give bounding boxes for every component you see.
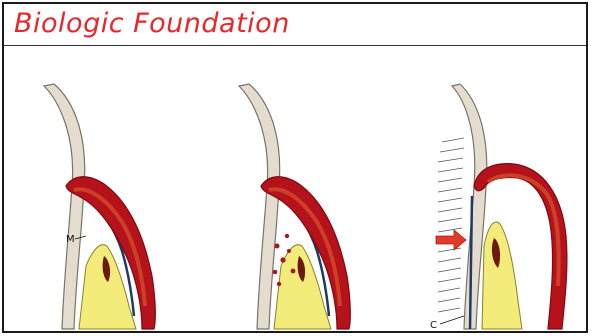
cementum-label: C: [430, 320, 437, 331]
membrane-label: M: [66, 234, 75, 245]
diagram-panel-2: [199, 46, 394, 331]
alveolar-bone: [482, 222, 522, 329]
slide-title: Biologic Foundation: [14, 8, 290, 39]
panel-1-illustration: M: [4, 46, 199, 331]
tooth-root: [239, 84, 280, 329]
panel-2-illustration: [199, 46, 394, 331]
diagram-panel-1: M: [4, 46, 199, 331]
arrow-icon: [436, 230, 466, 250]
title-bar: Biologic Foundation: [4, 4, 586, 46]
panel-3-illustration: C: [394, 46, 589, 331]
tooth-root: [44, 84, 85, 329]
slide-frame: Biologic Foundation M: [2, 2, 588, 333]
hatching: [438, 138, 464, 312]
diagram-panel-3: C: [394, 46, 589, 331]
